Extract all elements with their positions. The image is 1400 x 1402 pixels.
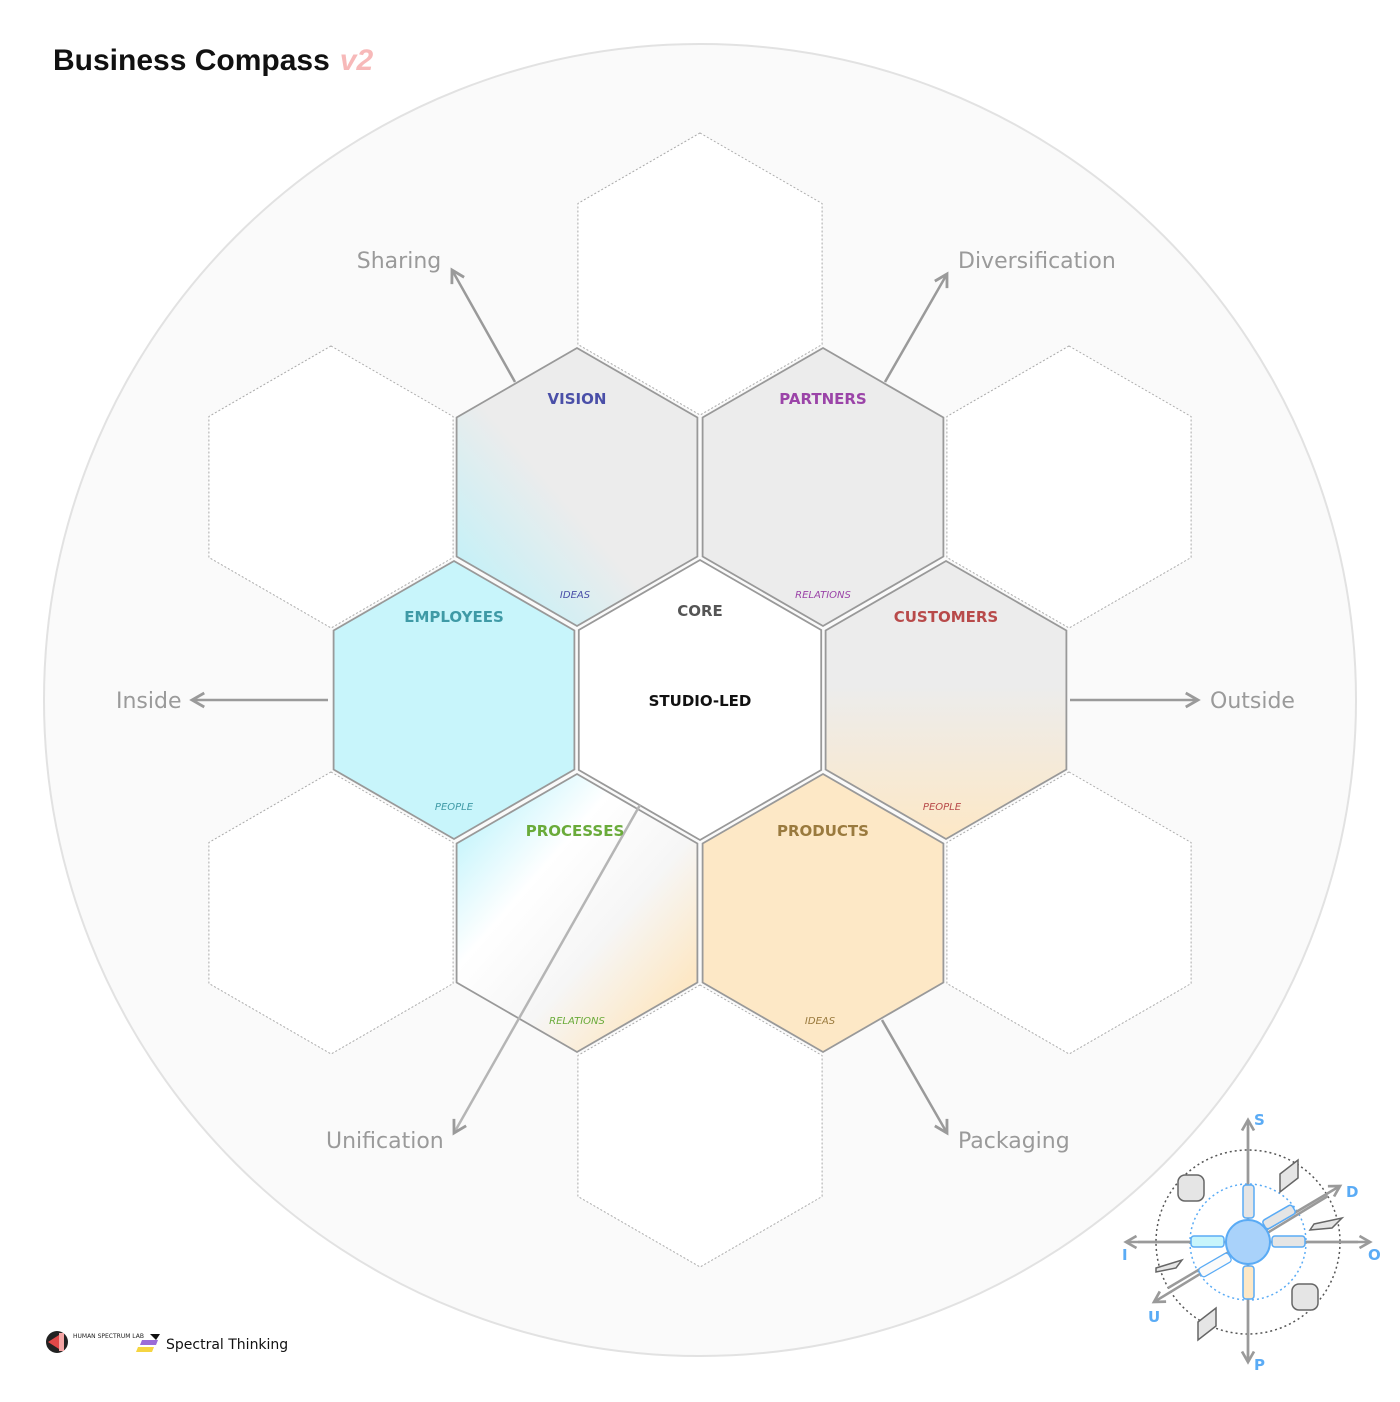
hex-core xyxy=(577,558,823,842)
arrow-diversification xyxy=(883,271,949,383)
compass-label-u: U xyxy=(1148,1308,1160,1326)
spectral-thinking-text: Spectral Thinking xyxy=(166,1337,288,1353)
arrow-sharing xyxy=(450,267,517,383)
vision-label: VISION xyxy=(548,390,607,408)
hex-products xyxy=(701,772,945,1054)
direction-outside: Outside xyxy=(1210,689,1295,714)
empty-outer-hex xyxy=(208,771,454,1055)
compass-label-p: P xyxy=(1254,1356,1265,1374)
page-title: Business Compass v2 xyxy=(53,44,373,78)
compass-label-s: S xyxy=(1254,1111,1265,1129)
arrow-packaging xyxy=(880,1019,949,1136)
direction-unification: Unification xyxy=(326,1129,444,1154)
empty-outer-hex xyxy=(946,345,1192,629)
processes-label: PROCESSES xyxy=(526,822,625,840)
partners-sublabel: RELATIONS xyxy=(795,590,851,601)
hex-partners xyxy=(701,346,945,628)
core-value: STUDIO-LED xyxy=(649,692,752,710)
employees-label: EMPLOYEES xyxy=(404,608,504,626)
version-badge: v2 xyxy=(339,44,374,77)
mini-compass: S D I O U P xyxy=(1122,1111,1381,1374)
human-spectrum-lab-logo: HUMAN SPECTRUM LAB xyxy=(46,1331,144,1353)
employees-sublabel: PEOPLE xyxy=(435,802,474,813)
hex-vision xyxy=(455,346,699,628)
vision-sublabel: IDEAS xyxy=(560,590,591,601)
products-sublabel: IDEAS xyxy=(805,1016,836,1027)
core-label: CORE xyxy=(677,602,723,620)
hsl-logo-text: HUMAN SPECTRUM LAB xyxy=(73,1333,144,1340)
direction-sharing: Sharing xyxy=(357,249,441,274)
hex-employees xyxy=(332,559,576,841)
partners-label: PARTNERS xyxy=(779,390,867,408)
hex-processes xyxy=(455,772,699,1054)
empty-outer-hex xyxy=(208,345,454,629)
empty-outer-hex xyxy=(946,771,1192,1055)
direction-packaging: Packaging xyxy=(958,1129,1070,1154)
compass-label-d: D xyxy=(1346,1183,1358,1201)
empty-outer-hex xyxy=(577,984,823,1268)
processes-sublabel: RELATIONS xyxy=(549,1016,605,1027)
compass-label-o: O xyxy=(1368,1246,1381,1264)
spectral-thinking-logo: Spectral Thinking xyxy=(136,1334,288,1353)
products-label: PRODUCTS xyxy=(777,822,869,840)
customers-sublabel: PEOPLE xyxy=(923,802,962,813)
hex-customers xyxy=(824,559,1068,841)
arrow-unification xyxy=(452,804,642,1136)
empty-outer-hex xyxy=(577,132,823,416)
direction-arrows xyxy=(189,267,1201,1136)
direction-diversification: Diversification xyxy=(958,249,1116,274)
direction-inside: Inside xyxy=(116,689,182,714)
title-text: Business Compass xyxy=(53,44,330,77)
compass-label-i: I xyxy=(1122,1246,1128,1264)
customers-label: CUSTOMERS xyxy=(894,608,999,626)
